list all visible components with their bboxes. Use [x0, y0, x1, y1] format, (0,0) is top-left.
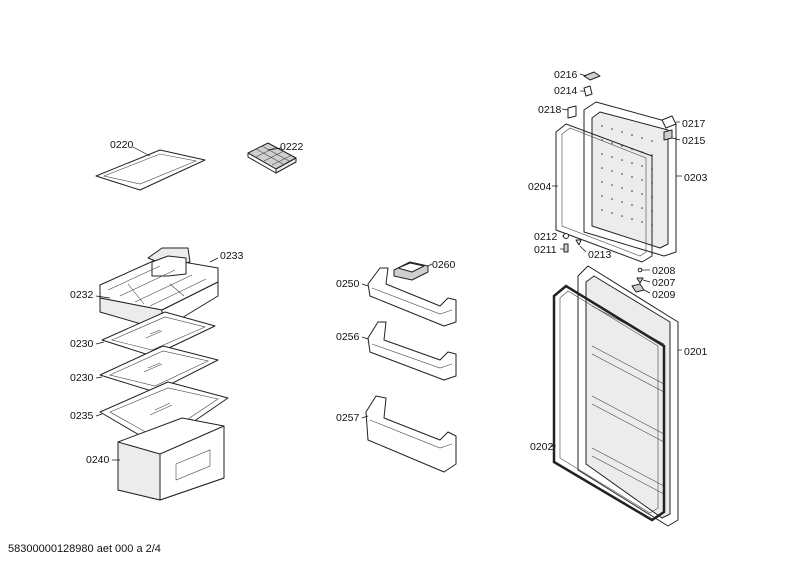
label-0232: 0232: [70, 289, 94, 301]
part-labels: 0220 0222 0233 0232 0230 0230 0235 0240 …: [70, 69, 708, 466]
label-0216: 0216: [554, 69, 578, 81]
label-0203: 0203: [684, 172, 708, 184]
part-0208-0207-0209-drawing: [631, 267, 651, 294]
document-footer-code: 58300000128980 aet 000 a 2/4: [8, 543, 161, 555]
label-0222: 0222: [280, 141, 304, 153]
part-0201-drawing: [577, 265, 682, 527]
label-0215: 0215: [682, 135, 706, 147]
label-0250: 0250: [336, 278, 360, 290]
part-0218-drawing: [561, 105, 577, 119]
part-0257-drawing: [361, 395, 457, 473]
label-0204: 0204: [528, 181, 552, 193]
label-0212: 0212: [534, 231, 558, 243]
part-0217-0215-drawing: [661, 115, 681, 141]
label-0209: 0209: [652, 289, 676, 301]
label-0217: 0217: [682, 118, 706, 130]
label-0218: 0218: [538, 104, 562, 116]
part-0256-drawing: [361, 321, 457, 381]
label-0220: 0220: [110, 139, 134, 151]
label-0256: 0256: [336, 331, 360, 343]
part-0212-0211-0213-drawing: [560, 233, 587, 253]
label-0233: 0233: [220, 250, 244, 262]
part-0240-drawing: [112, 417, 225, 501]
part-0202-drawing: [550, 284, 666, 522]
part-0230-a-drawing: [95, 311, 216, 357]
label-0257: 0257: [336, 412, 360, 424]
part-0204-drawing: [552, 123, 653, 263]
part-0250-drawing: [361, 267, 457, 327]
part-0216-0214-drawing: [579, 71, 601, 97]
part-0220-drawing: [95, 146, 206, 191]
label-0260: 0260: [432, 259, 456, 271]
label-0207: 0207: [652, 277, 676, 289]
part-0232-0233-drawing: [95, 247, 219, 331]
part-0260-drawing: [393, 261, 433, 281]
part-0222-drawing: [247, 142, 297, 174]
label-0214: 0214: [554, 85, 578, 97]
label-0230-b: 0230: [70, 372, 94, 384]
part-0230-b-drawing: [95, 345, 219, 393]
label-0202: 0202: [530, 441, 554, 453]
label-0240: 0240: [86, 454, 110, 466]
part-0203-drawing: [583, 101, 682, 257]
label-0208: 0208: [652, 265, 676, 277]
label-0230-a: 0230: [70, 338, 94, 350]
label-0211: 0211: [534, 244, 557, 256]
label-0213: 0213: [588, 249, 612, 261]
label-0201: 0201: [684, 346, 708, 358]
label-0235: 0235: [70, 410, 94, 422]
